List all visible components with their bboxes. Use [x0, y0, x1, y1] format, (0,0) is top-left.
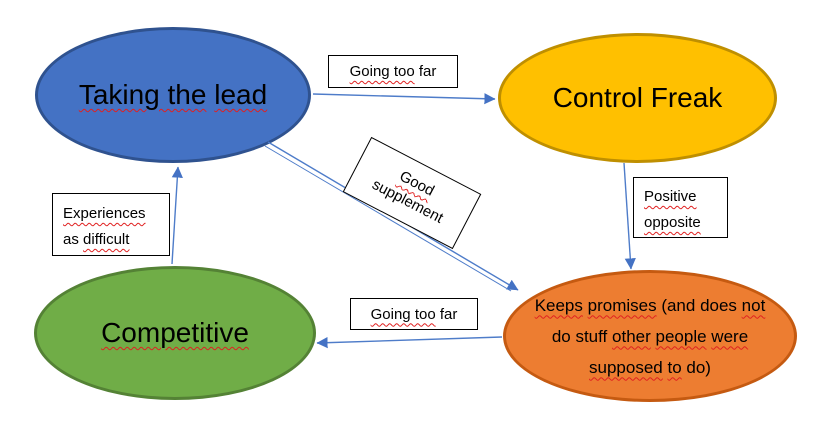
edge-label-text: Going too far — [349, 63, 437, 80]
edge-label-good-supplement[interactable]: Good supplement — [342, 136, 482, 250]
edge-label-going-too-far-bottom[interactable]: Going too far — [350, 298, 478, 330]
node-competitive[interactable]: Competitive — [34, 266, 316, 400]
edge-label-text-line-1: Positive — [644, 188, 697, 205]
node-keeps-promises[interactable]: Keeps promises (and does not do stuff ot… — [503, 270, 797, 402]
node-label-line-1: Keeps promises (and does not — [534, 295, 766, 315]
edge-label-text: Going too far — [370, 305, 458, 323]
arrow-control-freak-to-keeps-promises[interactable] — [623, 162, 636, 270]
arrow-competitive-to-taking-the-lead[interactable] — [171, 166, 183, 265]
node-label-line-3: supposed to do) — [589, 357, 711, 377]
edge-label-going-too-far-top[interactable]: Going too far — [328, 55, 458, 88]
node-label-line-2: do stuff other people were — [551, 326, 749, 346]
edge-label-experiences-as-difficult[interactable]: Experiences as difficult — [52, 193, 170, 256]
edge-label-text-line-2: as difficult — [63, 231, 130, 248]
node-label: Control Freak — [552, 82, 723, 113]
edge-label-text-line-1: Experiences — [63, 205, 146, 222]
edge-label-text-line-2: opposite — [644, 214, 701, 231]
node-control-freak[interactable]: Control Freak — [498, 33, 777, 163]
node-label: Competitive — [101, 317, 249, 348]
arrow-keeps-promises-to-competitive[interactable] — [316, 336, 503, 349]
node-taking-the-lead[interactable]: Taking the lead — [35, 27, 311, 163]
arrow-taking-the-lead-to-control-freak[interactable] — [312, 93, 496, 105]
edge-label-positive-opposite[interactable]: Positive opposite — [633, 177, 728, 238]
node-label: Taking the lead — [78, 79, 268, 110]
